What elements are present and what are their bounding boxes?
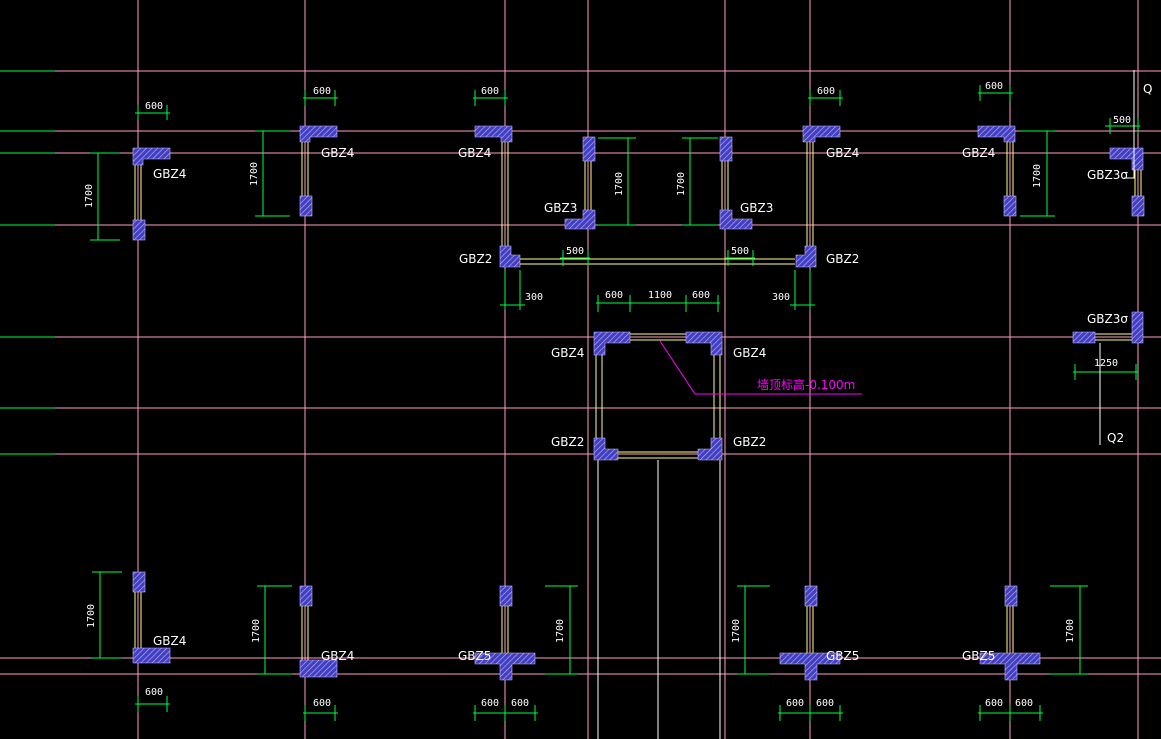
column-gbz3 [719, 209, 753, 230]
column-end [1131, 195, 1145, 217]
column-label: GBZ2 [826, 252, 859, 266]
column-gbz4 [802, 125, 841, 143]
column-gbz4 [299, 659, 338, 678]
column-label: GBZ2 [459, 252, 492, 266]
column-end [299, 195, 313, 217]
column-end [132, 219, 146, 241]
dimension-value: 600 [985, 81, 1003, 92]
dimension-value: 600 [605, 290, 623, 301]
column-gbz5 [779, 652, 841, 681]
column-label: GBZ4 [321, 146, 354, 160]
walls [134, 138, 1142, 665]
wall-label: Q [1143, 82, 1152, 96]
column-gbz4 [593, 331, 631, 356]
dimension-value: 1700 [1065, 619, 1076, 643]
column-gbz3 [564, 209, 596, 230]
dimension-value: 1700 [676, 172, 687, 196]
dimension-value: 600 [145, 101, 163, 112]
dimension-value: 600 [985, 698, 1003, 709]
dimension-value: 600 [481, 698, 499, 709]
column-gbz3a [1109, 147, 1144, 171]
dimension-value: 1700 [555, 619, 566, 643]
dimension-value: 1700 [84, 184, 95, 208]
dimension-value: 600 [511, 698, 529, 709]
dimension-value: 1700 [1032, 164, 1043, 188]
column-gbz3a [1131, 311, 1144, 344]
column-gbz4 [132, 147, 171, 166]
column-label: GBZ4 [826, 146, 859, 160]
dimension-lines [90, 85, 1140, 721]
dimension-value: 500 [566, 246, 584, 257]
column-label: GBZ4 [551, 346, 584, 360]
column-label: GBZ5 [458, 649, 491, 663]
column-end [804, 585, 818, 607]
dimension-value: 600 [692, 290, 710, 301]
column-gbz4 [977, 125, 1016, 143]
column-gbz2 [795, 245, 817, 268]
dimension-value: 600 [313, 698, 331, 709]
dimension-value: 500 [731, 246, 749, 257]
elevation-annotation: 墙顶标高-0.100m [757, 377, 855, 392]
column-gbz2 [499, 245, 521, 268]
dimension-value: 300 [772, 292, 790, 303]
column-label: GBZ4 [321, 649, 354, 663]
dimension-value: 1100 [648, 290, 672, 301]
dimension-value: 1250 [1094, 358, 1118, 369]
column-gbz4 [132, 647, 171, 664]
column-label: GBZ4 [153, 634, 186, 648]
column-label: GBZ3 [544, 201, 577, 215]
lower-wall-lines [597, 460, 721, 739]
column-gbz4 [685, 331, 723, 356]
dimension-value: 600 [313, 86, 331, 97]
column-label: GBZ2 [733, 435, 766, 449]
column-end [1003, 195, 1017, 217]
dimension-value: 1700 [614, 172, 625, 196]
dimension-value: 600 [786, 698, 804, 709]
column-gbz3a [1072, 331, 1096, 344]
column-end [299, 585, 313, 607]
column-label: GBZ4 [153, 167, 186, 181]
wall-label: Q2 [1107, 431, 1124, 445]
column-labels: GBZ4 GBZ4 GBZ4 GBZ4 GBZ4 GBZ3σ GBZ3 GBZ3… [153, 82, 1152, 663]
dimension-value: 1700 [731, 619, 742, 643]
column-end [1004, 585, 1018, 607]
column-label: GBZ4 [733, 346, 766, 360]
column-end [132, 571, 146, 593]
column-gbz5 [979, 652, 1041, 681]
dimension-value: 600 [817, 86, 835, 97]
column-gbz5 [474, 652, 536, 681]
column-label: GBZ2 [551, 435, 584, 449]
dimension-value: 1700 [249, 162, 260, 186]
column-label: GBZ5 [962, 649, 995, 663]
dimension-value: 600 [481, 86, 499, 97]
column-gbz3 [719, 136, 733, 162]
leader-lines [659, 70, 1135, 445]
column-end [499, 585, 513, 607]
column-label: GBZ3σ [1087, 312, 1128, 326]
column-label: GBZ5 [826, 649, 859, 663]
column-gbz3 [582, 136, 596, 162]
dimension-value: 500 [1113, 115, 1131, 126]
columns[interactable] [132, 125, 1145, 681]
column-label: GBZ3σ [1087, 168, 1128, 182]
dimension-value: 600 [145, 687, 163, 698]
column-label: GBZ3 [740, 201, 773, 215]
column-gbz2 [697, 437, 723, 461]
dimension-value: 1700 [86, 604, 97, 628]
dimension-value: 1700 [251, 619, 262, 643]
column-gbz2 [593, 437, 619, 461]
dimension-value: 600 [816, 698, 834, 709]
dimension-value: 600 [1015, 698, 1033, 709]
column-gbz4 [474, 125, 513, 143]
dimension-text: 600 600 600 600 600 500 1700 1700 1700 1… [84, 81, 1131, 709]
column-label: GBZ4 [458, 146, 491, 160]
column-label: GBZ4 [962, 146, 995, 160]
axis-stubs [0, 70, 55, 455]
dimension-value: 300 [525, 292, 543, 303]
column-gbz4 [299, 125, 338, 143]
